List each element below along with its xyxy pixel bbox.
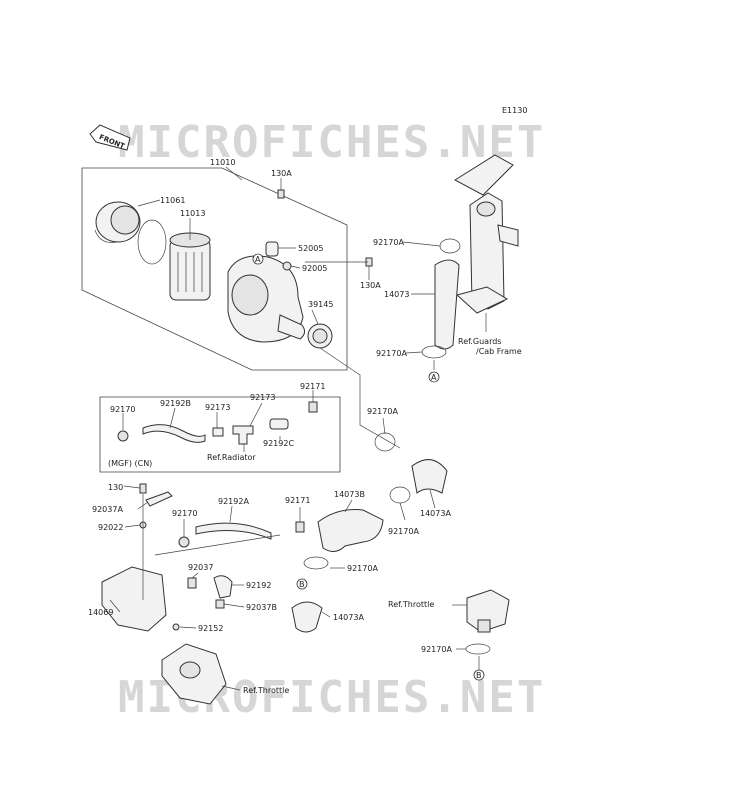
hose-92192 xyxy=(213,575,233,599)
label-92170A-2: 92170A xyxy=(376,349,407,358)
watermark-top: MICROFICHES.NET xyxy=(118,117,545,168)
label-cab-frame: /Cab Frame xyxy=(476,347,522,356)
clamp-92037B xyxy=(215,599,225,609)
marker-b-right: B xyxy=(473,669,485,681)
svg-text:B: B xyxy=(299,580,305,589)
clamp-92170A-right xyxy=(389,486,411,504)
marker-b-left: B xyxy=(296,578,308,590)
label-92037B: 92037B xyxy=(246,603,277,612)
label-92192C: 92192C xyxy=(263,439,294,448)
clip-92170-low xyxy=(178,536,190,548)
label-mgf-cn: (MGF) (CN) xyxy=(108,459,152,468)
hose-14073 xyxy=(434,259,460,350)
clamp-92170A-mid xyxy=(374,432,396,452)
cab-frame-guard xyxy=(454,154,519,314)
air-cleaner-group-box xyxy=(81,167,348,371)
air-filter-cover xyxy=(94,201,141,243)
label-52005: 52005 xyxy=(298,244,323,253)
label-92171-1: 92171 xyxy=(300,382,325,391)
joint-92173-1 xyxy=(212,427,224,437)
svg-text:A: A xyxy=(255,255,261,264)
clip-92171-inset xyxy=(308,401,318,413)
label-92192: 92192 xyxy=(246,581,271,590)
clamp-92170A-upper xyxy=(439,238,461,254)
label-92170-2: 92170 xyxy=(172,509,197,518)
svg-text:B: B xyxy=(476,671,482,680)
clip-92171-low xyxy=(295,521,305,533)
label-ref-throttle-right: Ref.Throttle xyxy=(388,600,434,609)
label-92037A: 92037A xyxy=(92,505,123,514)
label-92170A-3: 92170A xyxy=(367,407,398,416)
label-92170A-5: 92170A xyxy=(347,564,378,573)
label-92173-1: 92173 xyxy=(205,403,230,412)
duct-14073B xyxy=(317,509,384,552)
throttle-body-right xyxy=(466,589,510,633)
label-92037: 92037 xyxy=(188,563,213,572)
label-14069: 14069 xyxy=(88,608,113,617)
label-39145: 39145 xyxy=(308,300,333,309)
label-92005: 92005 xyxy=(302,264,327,273)
label-ref-guards: Ref.Guards xyxy=(458,337,501,346)
label-92192B: 92192B xyxy=(160,399,191,408)
label-14073A-1: 14073A xyxy=(420,509,451,518)
label-130A-top: 130A xyxy=(271,169,292,178)
throttle-bracket-14069 xyxy=(101,566,167,632)
diagram-code: E1130 xyxy=(502,106,527,115)
throttle-body-bottom xyxy=(161,643,227,705)
washer-92152 xyxy=(172,623,180,631)
label-92170A-6: 92170A xyxy=(421,645,452,654)
duct-14073A-lower xyxy=(291,601,323,633)
label-92192A: 92192A xyxy=(218,497,249,506)
bolt-130 xyxy=(139,483,147,494)
sleeve-39145 xyxy=(307,323,333,349)
marker-a-right: A xyxy=(428,371,440,383)
air-filter-element xyxy=(169,232,211,301)
hose-92192C xyxy=(269,418,289,430)
tee-92173-2 xyxy=(232,425,254,445)
label-14073: 14073 xyxy=(384,290,409,299)
seal-ring-11061 xyxy=(137,219,167,265)
label-11013: 11013 xyxy=(180,209,205,218)
label-ref-throttle-bottom: Ref.Throttle xyxy=(243,686,289,695)
label-14073B: 14073B xyxy=(334,490,365,499)
clamp-92170A-throttle xyxy=(465,643,491,655)
marker-a-top: A xyxy=(252,253,264,265)
bracket-92037A xyxy=(145,491,173,507)
svg-text:A: A xyxy=(431,373,437,382)
label-130: 130 xyxy=(108,483,123,492)
clamp-92170A-low xyxy=(303,556,329,570)
label-92152: 92152 xyxy=(198,624,223,633)
label-130A-right: 130A xyxy=(360,281,381,290)
clamp-92037 xyxy=(187,577,197,589)
air-cleaner-housing xyxy=(227,255,306,343)
label-92170: 92170 xyxy=(110,405,135,414)
cap-52005 xyxy=(265,241,279,257)
label-11061: 11061 xyxy=(160,196,185,205)
bolt-130A-top xyxy=(277,189,285,199)
label-92170A-4: 92170A xyxy=(388,527,419,536)
clip-92170-inset xyxy=(117,430,129,442)
hose-92192A xyxy=(195,522,272,540)
label-ref-radiator: Ref.Radiator xyxy=(207,453,256,462)
clamp-92170A-lower xyxy=(421,345,447,359)
label-11010: 11010 xyxy=(210,158,235,167)
label-92171-2: 92171 xyxy=(285,496,310,505)
label-92170A-1: 92170A xyxy=(373,238,404,247)
label-14073A-2: 14073A xyxy=(333,613,364,622)
label-92173-2: 92173 xyxy=(250,393,275,402)
radiator-hose-inset-box xyxy=(99,396,341,473)
label-92022: 92022 xyxy=(98,523,123,532)
clip-92005 xyxy=(282,261,292,271)
duct-14073A-upper xyxy=(411,459,448,494)
radiator-hose-92192B xyxy=(142,424,206,443)
